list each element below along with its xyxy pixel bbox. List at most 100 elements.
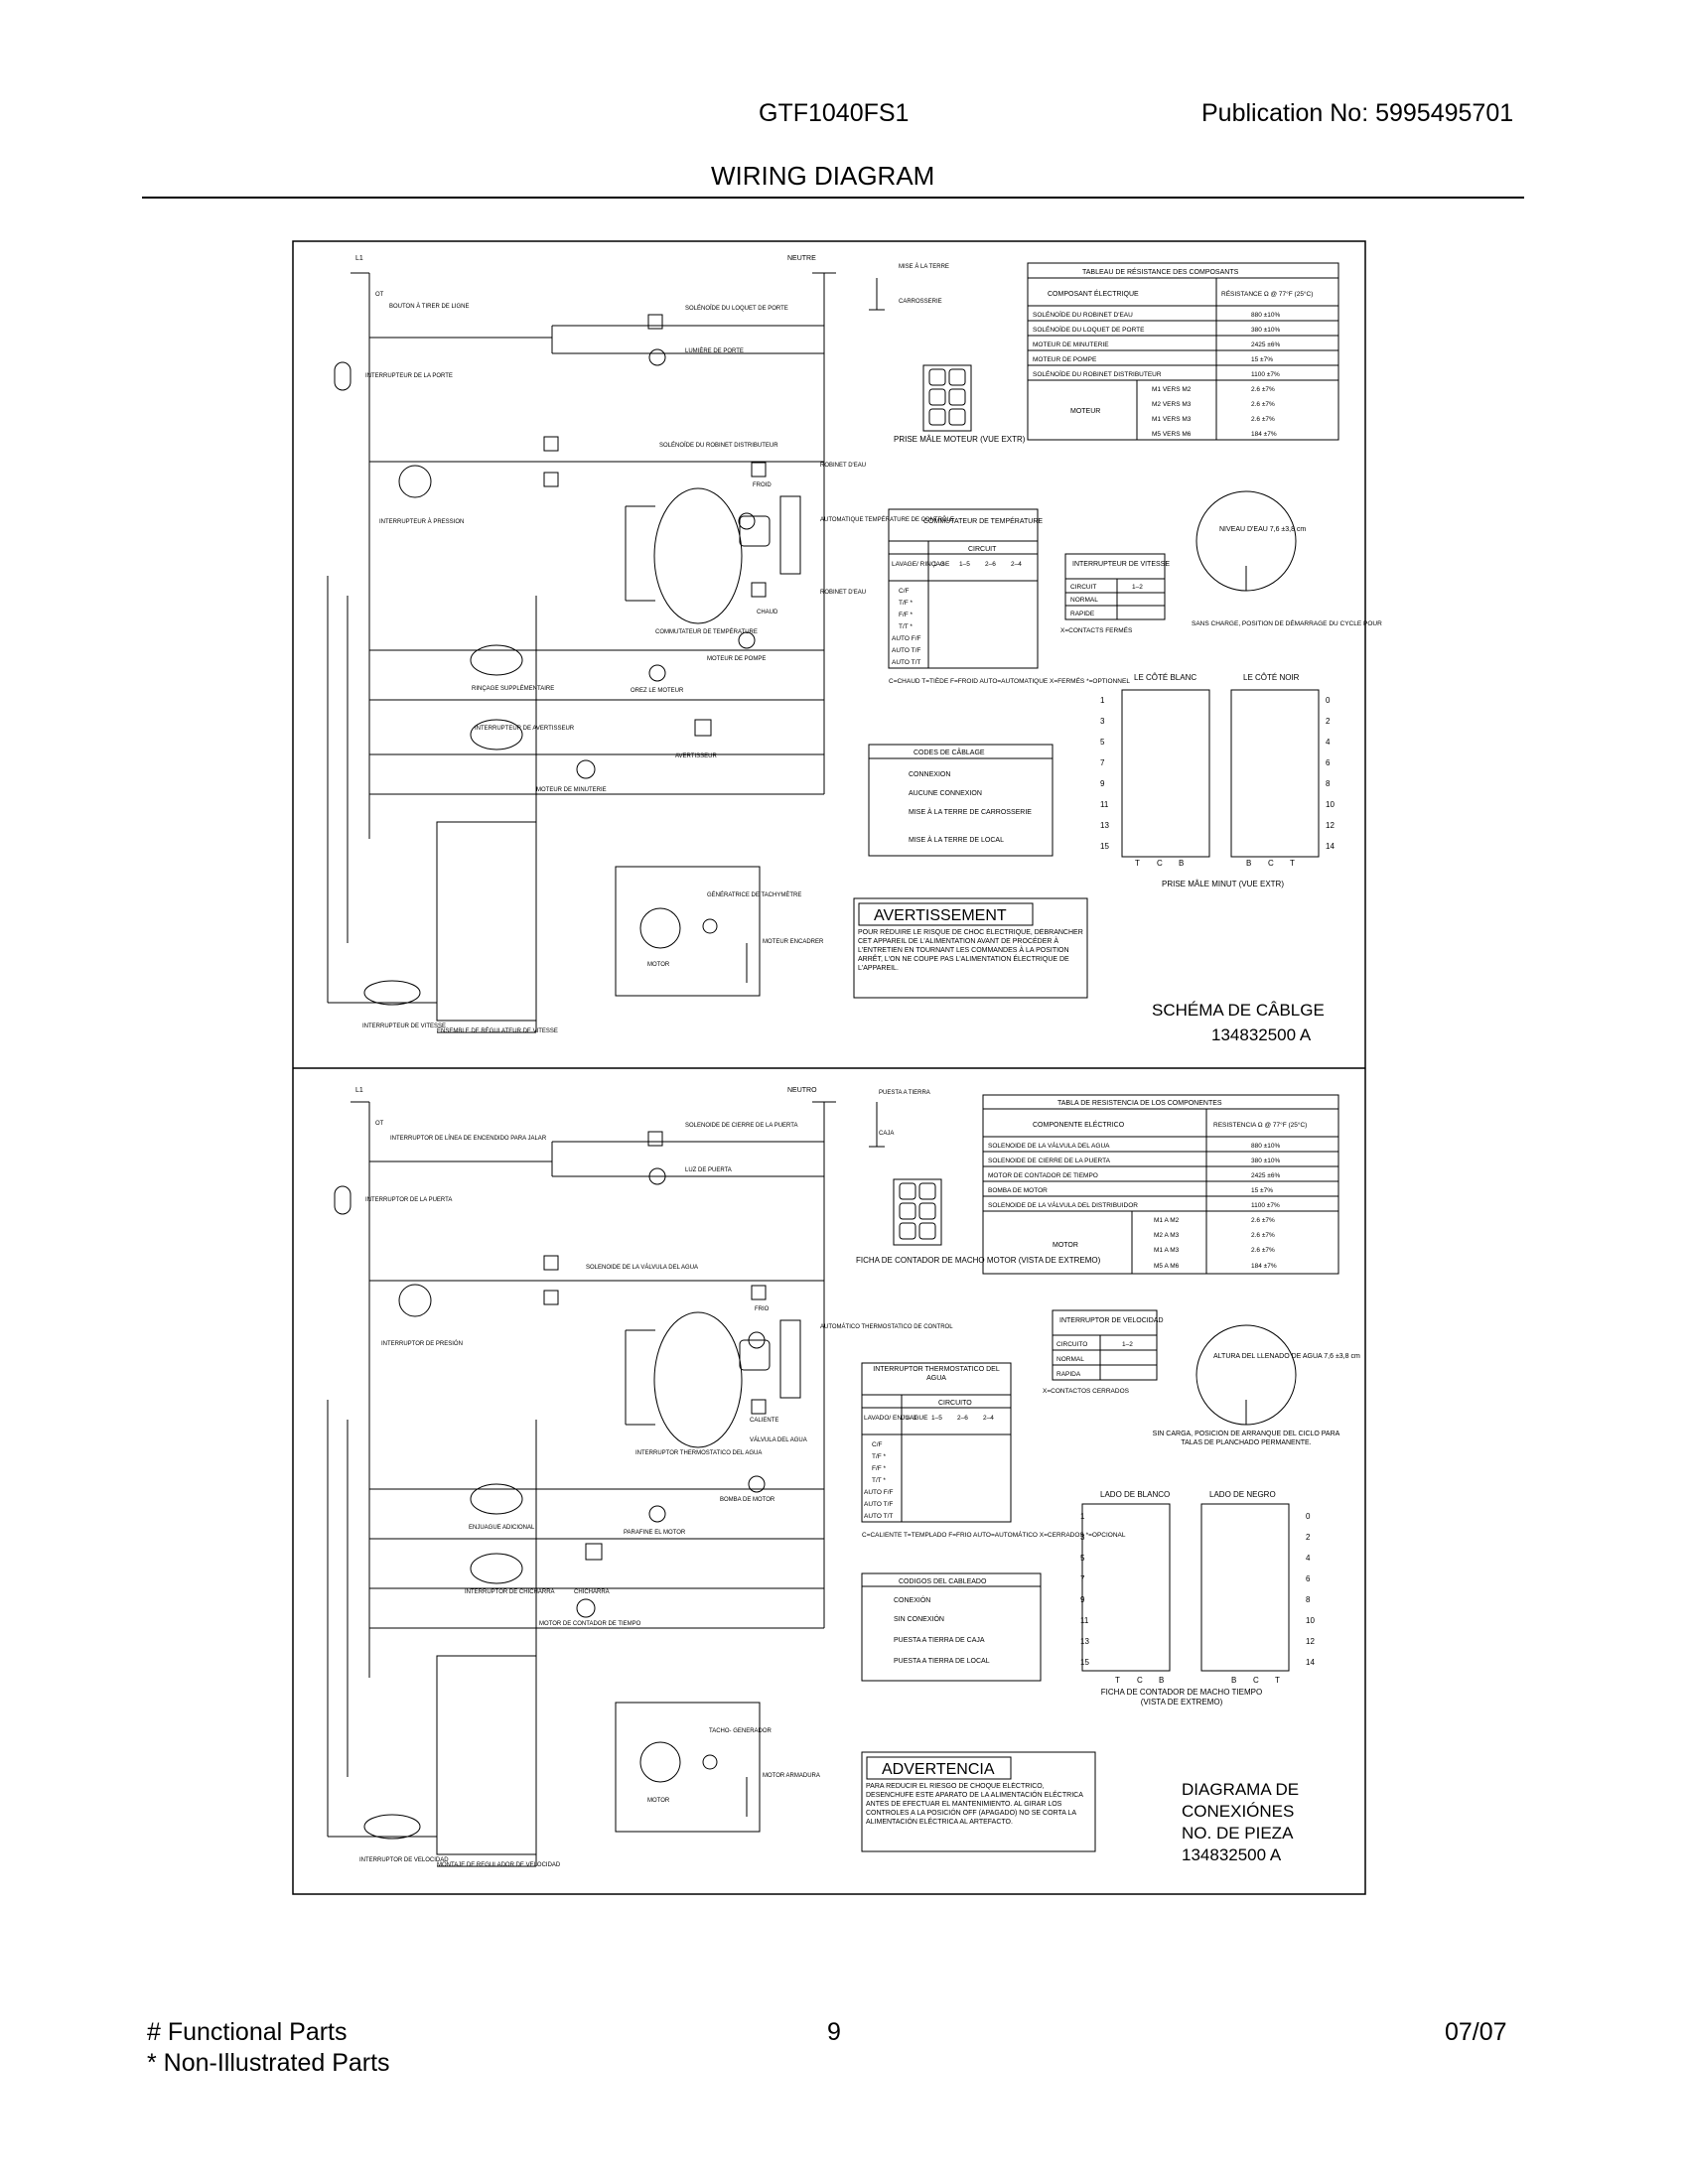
publication-date: 07/07	[1445, 2018, 1507, 2046]
es-motor-arm-label: MOTOR ARMADURA	[763, 1773, 820, 1779]
es-res-m-1: M2 A M3	[1154, 1232, 1180, 1239]
es-term-row-2: F/F *	[872, 1465, 887, 1472]
es-diagrama-3: 134832500 A	[1182, 1845, 1282, 1864]
es-frio-label: FRIO	[755, 1306, 770, 1312]
es-vel-title: INTERRUPTOR DE VELOCIDAD	[1059, 1317, 1164, 1324]
fr-comm-col-0: 1–3	[933, 561, 944, 568]
pin-left-label: 13	[1080, 1637, 1089, 1646]
fr-vit-row-1: RAPIDE	[1070, 611, 1095, 617]
avertisseur-label: AVERTISSEUR	[675, 753, 717, 759]
header-rule	[142, 197, 1524, 199]
pin-left-label: 3	[1080, 1533, 1085, 1542]
es-res-title: TABLA DE RESISTENCIA DE LOS COMPONENTES	[1057, 1100, 1222, 1107]
fr-comm-legend: C=CHAUD T=TIÈDE F=FROID AUTO=AUTOMATIQUE…	[889, 676, 1130, 685]
pin-left-label: 11	[1080, 1616, 1089, 1625]
fr-res-h1: COMPOSANT ÉLECTRIQUE	[1048, 289, 1139, 298]
pin-column-label: T	[1115, 1676, 1120, 1685]
fr-warn-title: AVERTISSEMENT	[874, 907, 1007, 924]
es-res-comp-0: SOLENOIDE DE LA VÁLVULA DEL AGUA	[988, 1141, 1110, 1150]
es-codigo-0: CONEXIÓN	[894, 1595, 930, 1604]
es-term-row-6: AUTO T/T	[864, 1513, 893, 1520]
es-diagrama-0: DIAGRAMA DE	[1182, 1780, 1299, 1799]
sol-loquet-label: SOLÉNOÏDE DU LOQUET DE PORTE	[685, 305, 788, 312]
page-title: WIRING DIAGRAM	[711, 161, 935, 191]
pin-left-label: 1	[1080, 1512, 1085, 1521]
pin-right-label: 10	[1306, 1616, 1315, 1625]
fr-code-2: MISE À LA TERRE DE CARROSSERIE	[909, 807, 1032, 816]
es-codigo-3: PUESTA A TIERRA DE LOCAL	[894, 1658, 990, 1665]
es-bomba-label: BOMBA DE MOTOR	[720, 1497, 775, 1503]
pin-column-label: T	[1135, 859, 1140, 868]
fr-res-m-0: M1 VERS M2	[1152, 386, 1192, 393]
es-warn-text: PARA REDUCIR EL RIESGO DE CHOQUE ELÉCTRI…	[866, 1783, 1083, 1826]
pin-left-label: 5	[1100, 738, 1105, 747]
mise-terre-label: MISE À LA TERRE	[899, 263, 949, 270]
neutre-label: NEUTRE	[787, 255, 816, 262]
robinet-label-1: ROBINET D'EAU	[820, 463, 866, 469]
fr-res-mv-1: 2.6 ±7%	[1251, 401, 1275, 408]
bouton-label: BOUTON À TIRER DE LIGNE	[389, 303, 469, 310]
fr-res-mv-2: 2.6 ±7%	[1251, 416, 1275, 423]
es-term-row-4: AUTO F/F	[864, 1489, 894, 1496]
es-caliente-label: CALIENTE	[750, 1418, 778, 1424]
fr-code-3: MISE À LA TERRE DE LOCAL	[909, 835, 1004, 844]
es-speed-switch-table: INTERRUPTOR DE VELOCIDAD CIRCUITO 1–2 NO…	[1043, 1309, 1164, 1395]
es-res-val-4: 1100 ±7%	[1251, 1202, 1280, 1209]
es-res-val-0: 880 ±10%	[1251, 1143, 1280, 1150]
fr-niveau: NIVEAU D'EAU 7,6 ±3,8 cm	[1219, 526, 1306, 533]
pin-right-label: 8	[1306, 1595, 1311, 1604]
lumiere-label: LUMIÈRE DE PORTE	[685, 347, 744, 354]
es-timer-plug: LADO DE BLANCO LADO DE NEGRO 13579111315…	[1080, 1490, 1315, 1706]
fr-res-title: TABLEAU DE RÉSISTANCE DES COMPOSANTS	[1082, 267, 1239, 276]
es-ficha-motor: FICHA DE CONTADOR DE MACHO MOTOR (VISTA …	[856, 1256, 1101, 1265]
fr-res-comp-3: MOTEUR DE POMPE	[1033, 356, 1097, 363]
es-vel-12: 1–2	[1122, 1341, 1133, 1348]
es-motor-label: MOTOR	[647, 1798, 670, 1804]
es-vel-circ: CIRCUITO	[1056, 1341, 1087, 1348]
es-resistance-table: TABLA DE RESISTENCIA DE LOS COMPONENTES …	[982, 1094, 1339, 1275]
french-labels: L1 NEUTRE OT BOUTON À TIRER DE LIGNE MIS…	[355, 255, 1026, 1034]
es-res-mv-1: 2.6 ±7%	[1251, 1232, 1275, 1239]
fr-comm-col-1: 1–5	[959, 561, 970, 568]
es-codigo-1: SIN CONEXIÓN	[894, 1614, 944, 1623]
es-term-col-3: 2–4	[983, 1415, 994, 1422]
fr-codes-box: CODES DE CÂBLAGE CONNEXION AUCUNE CONNEX…	[868, 744, 1054, 857]
es-term-row-0: C/F	[872, 1441, 883, 1448]
pin-right-label: 0	[1306, 1512, 1311, 1521]
es-term-legend: C=CALIENTE T=TEMPLADO F=FRIO AUTO=AUTOMÁ…	[862, 1530, 1126, 1539]
es-res-m-3: M5 A M6	[1154, 1263, 1180, 1270]
moteur-pompe-label: MOTEUR DE POMPE	[707, 656, 766, 662]
es-ficha-tiempo: FICHA DE CONTADOR DE MACHO TIEMPO (VISTA…	[1100, 1688, 1263, 1706]
es-res-mv-3: 184 ±7%	[1251, 1263, 1277, 1270]
pin-left-label: 7	[1080, 1574, 1085, 1583]
fr-water-level: NIVEAU D'EAU 7,6 ±3,8 cm SANS CHARGE, PO…	[1192, 526, 1382, 627]
functional-parts-note: # Functional Parts	[147, 2018, 348, 2046]
fr-comm-title: COMMUTATEUR DE TEMPÉRATURE	[923, 516, 1043, 525]
fr-code-1: AUCUNE CONNEXION	[909, 790, 982, 797]
moteur-min-label: MOTEUR DE MINUTERIE	[536, 787, 607, 793]
fr-res-m-3: M5 VERS M6	[1152, 431, 1192, 438]
es-codes-box: CODIGOS DEL CABLEADO CONEXIÓN SIN CONEXI…	[861, 1572, 1042, 1682]
fr-sans-charge: SANS CHARGE, POSITION DE DÉMARRAGE DU CY…	[1192, 618, 1382, 627]
fr-res-motor: MOTEUR	[1070, 408, 1100, 415]
es-term-row-3: T/T *	[872, 1477, 886, 1484]
spanish-section	[327, 1101, 1297, 1867]
es-res-mv-2: 2.6 ±7%	[1251, 1247, 1275, 1254]
es-sin-carga: SIN CARGA, POSICIÓN DE ARRANQUE DEL CICL…	[1152, 1431, 1340, 1446]
fr-vit-12: 1–2	[1132, 584, 1143, 591]
non-illustrated-parts-note: * Non-Illustrated Parts	[147, 2049, 390, 2077]
pin-column-label: C	[1253, 1676, 1259, 1685]
spanish-labels: L1 NEUTRO OT INTERRUPTOR DE LÍNEA DE ENC…	[355, 1087, 1101, 1868]
french-section	[327, 272, 1320, 1033]
es-term-col-2: 2–6	[957, 1415, 968, 1422]
es-tacho-label: TACHO- GENERADOR	[709, 1728, 773, 1734]
es-res-motor: MOTOR	[1053, 1242, 1078, 1249]
pin-right-label: 12	[1306, 1637, 1315, 1646]
page-number: 9	[827, 2018, 841, 2046]
pin-left-label: 15	[1080, 1658, 1089, 1667]
pin-right-label: 2	[1306, 1533, 1311, 1542]
l1-label: L1	[355, 255, 363, 262]
chaud-label: CHAUD	[757, 610, 778, 615]
pin-left-label: 1	[1100, 696, 1105, 705]
